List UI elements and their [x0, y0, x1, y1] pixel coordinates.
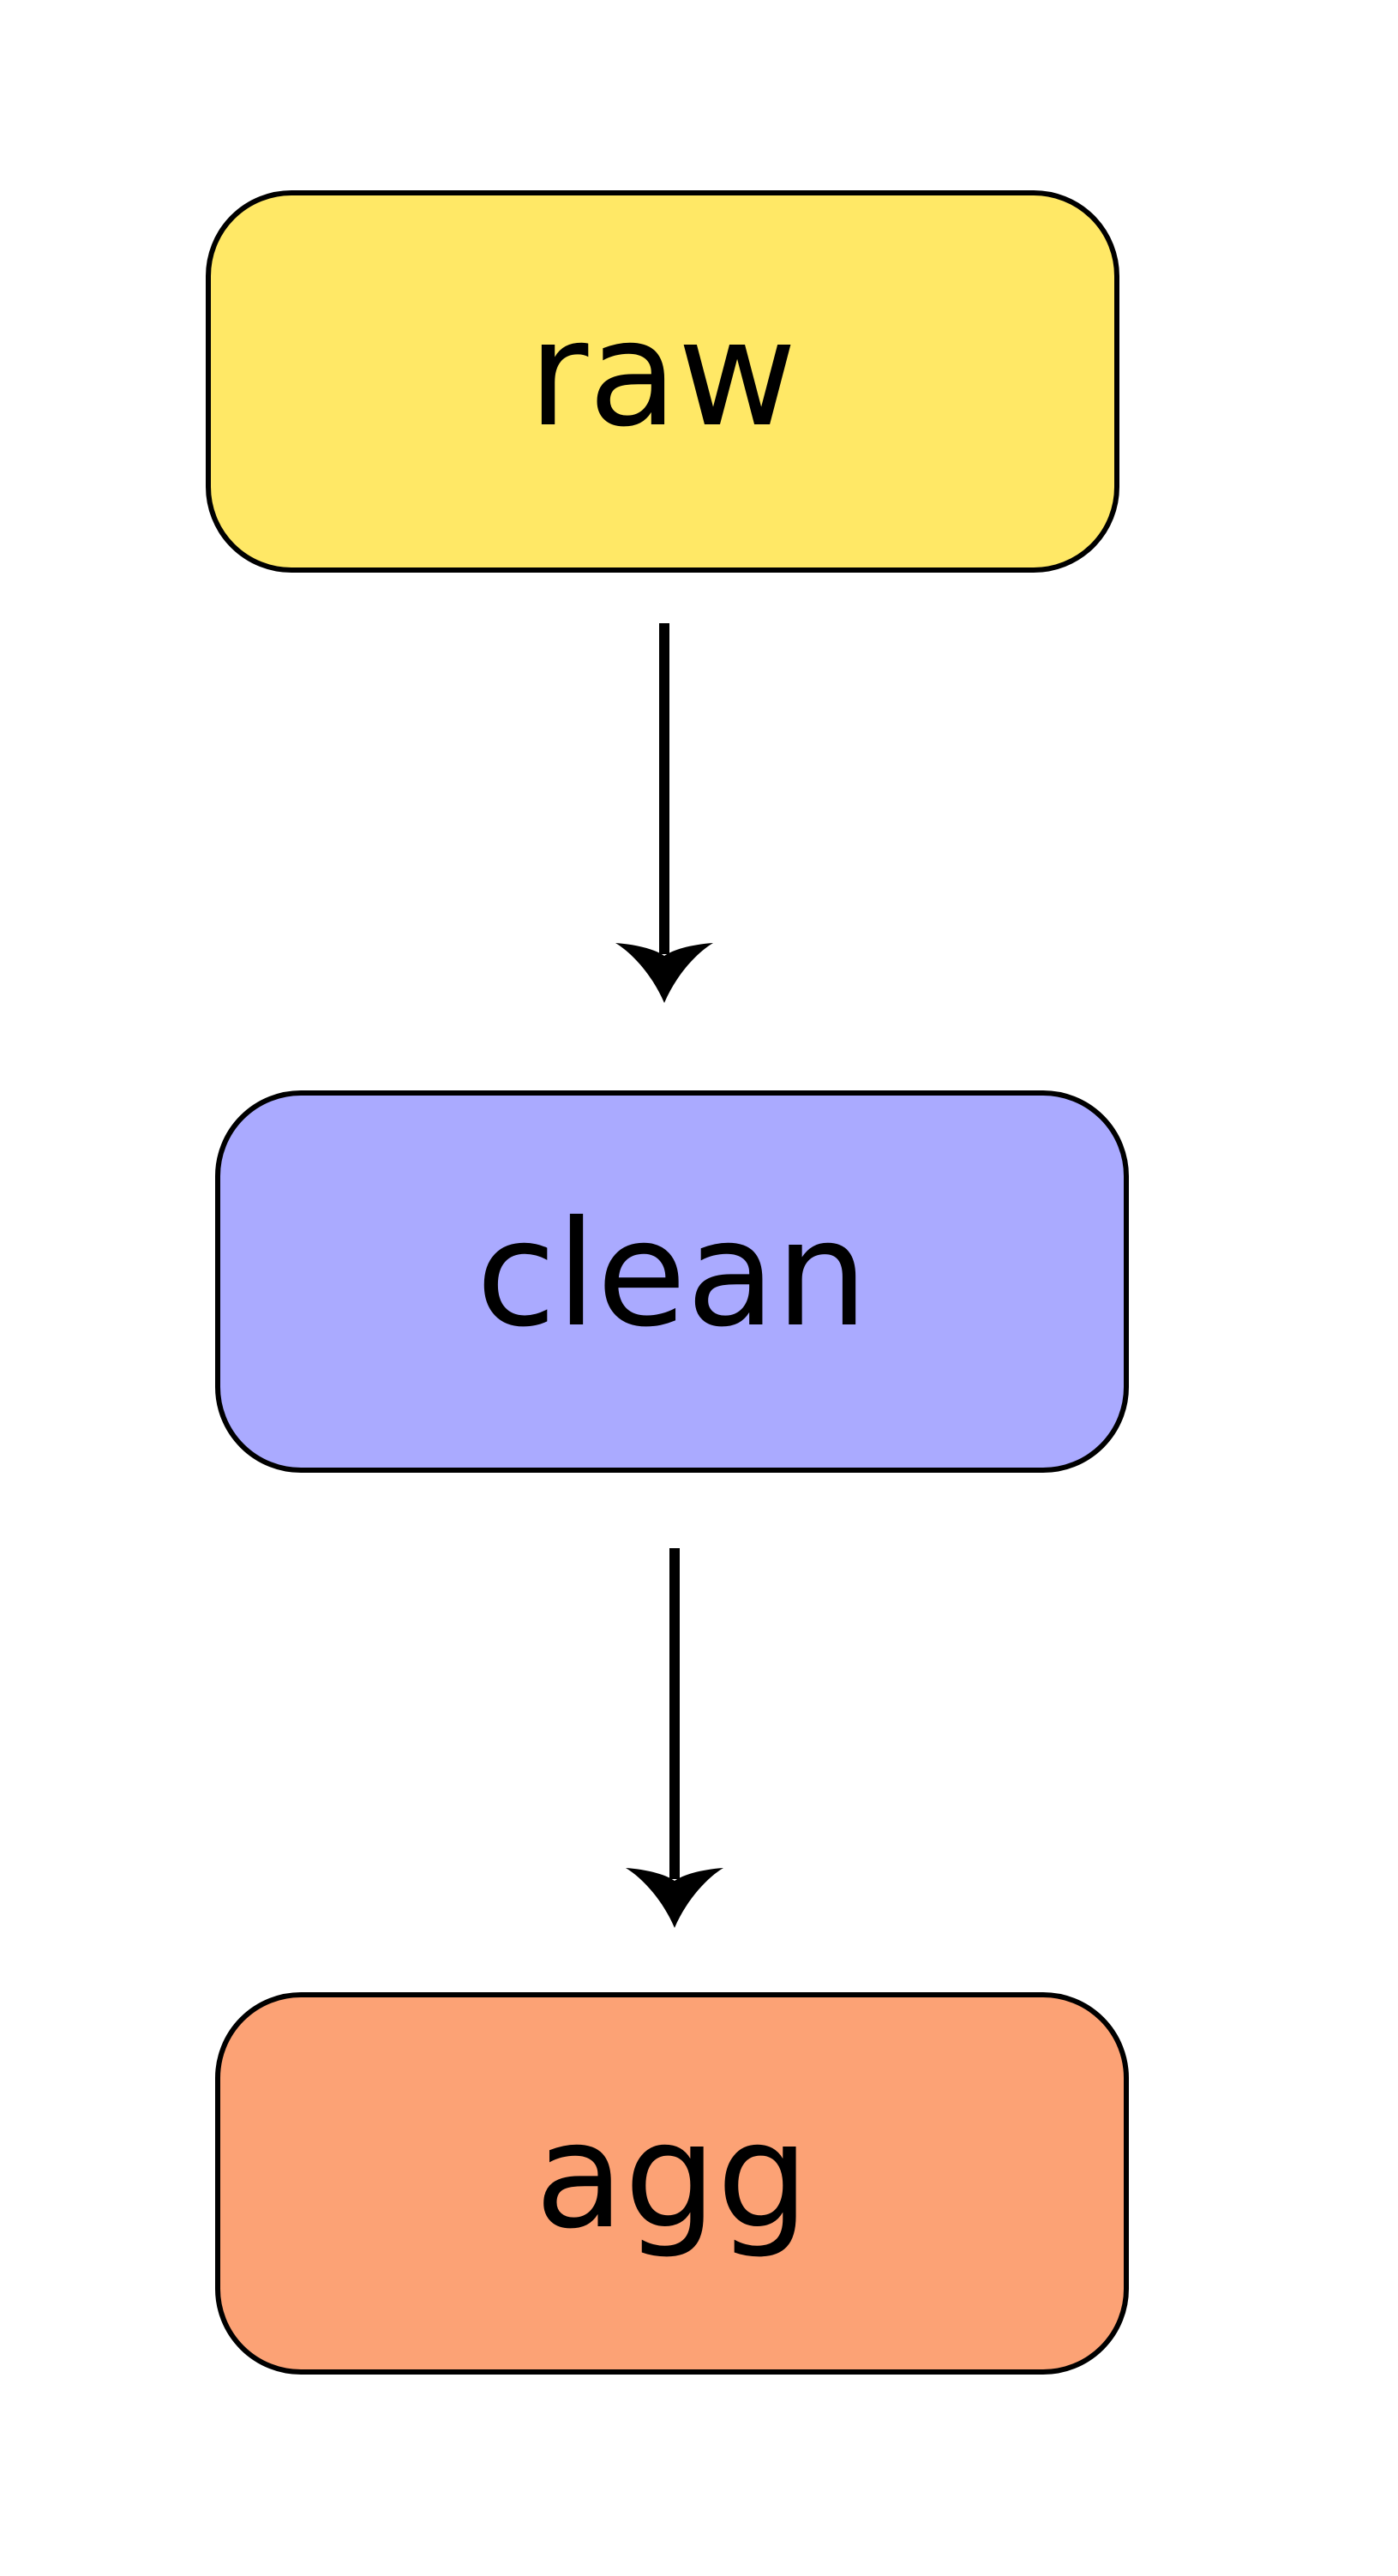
edge-clean-to-agg: [626, 1548, 723, 1928]
node-agg: agg: [215, 1992, 1129, 2375]
edge-clean-to-agg-arrowhead: [626, 1868, 723, 1928]
node-clean-label: clean: [476, 1190, 868, 1360]
edge-raw-to-clean: [615, 623, 713, 1003]
node-raw-label: raw: [528, 290, 797, 459]
node-agg-label: agg: [535, 2092, 809, 2261]
edge-raw-to-clean-arrowhead: [615, 943, 713, 1003]
node-raw: raw: [206, 190, 1119, 573]
node-clean: clean: [215, 1090, 1129, 1473]
